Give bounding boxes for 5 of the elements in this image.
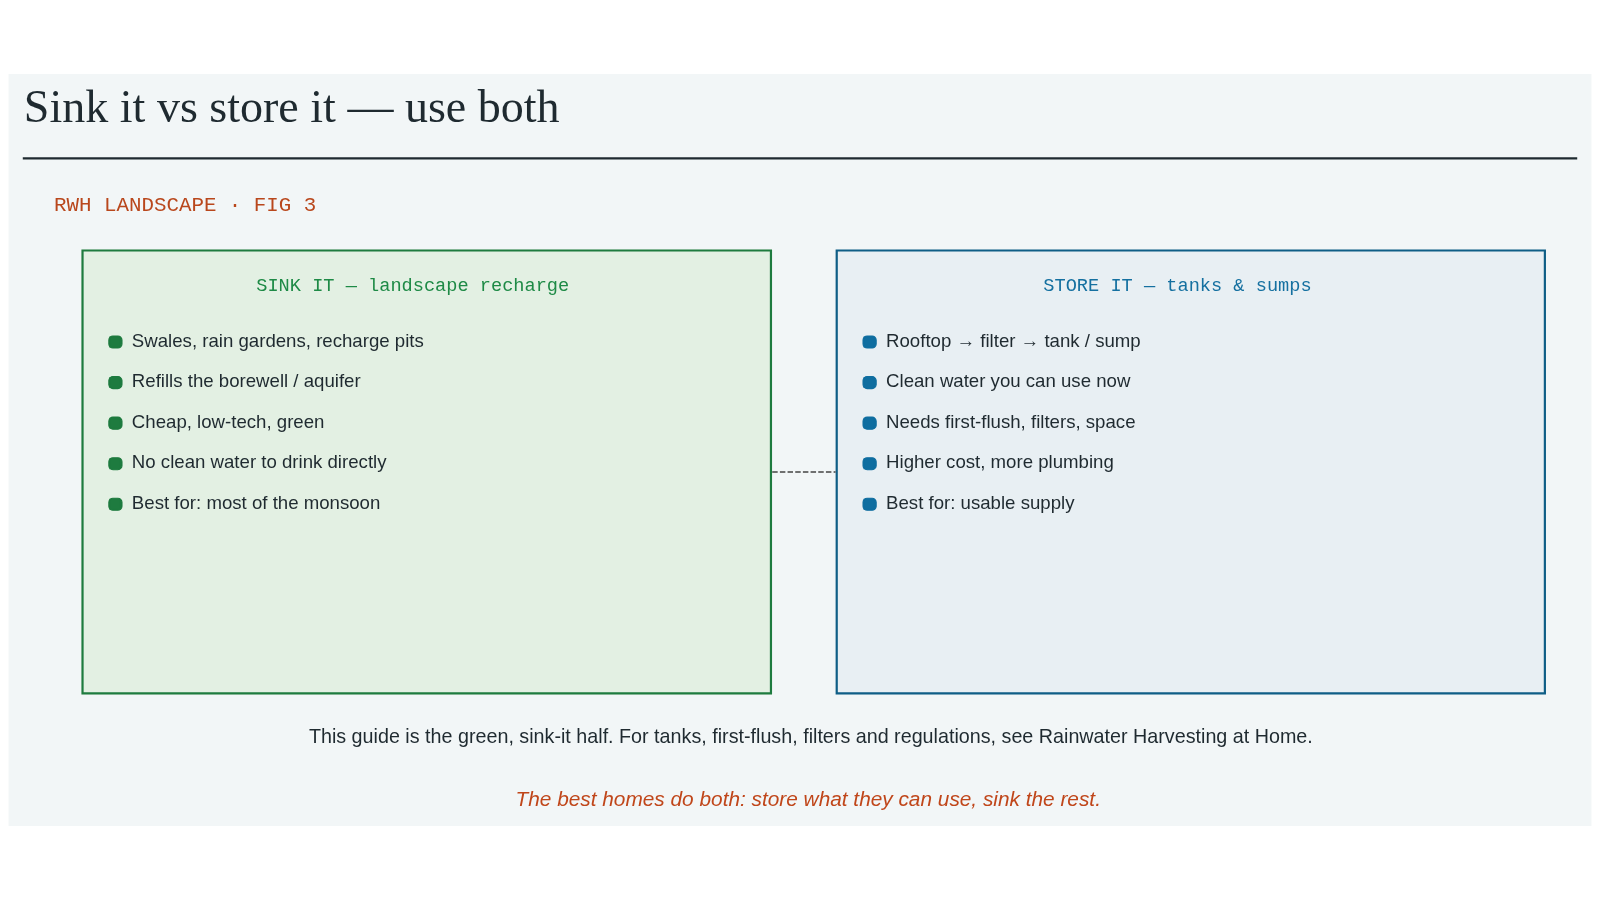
label: The best homes do both: store what they can use, sink the rest. <box>515 786 1101 810</box>
connector <box>771 471 837 473</box>
label: RWH LANDSCAPE · FIG 3 <box>54 194 317 218</box>
label: This guide is the green, sink-it half. For tanks, first-flush, filters and regulations, see Rainwater Harvesting at Home. <box>308 725 1313 748</box>
diagram-title: Sink it vs store it — use both <box>23 80 560 132</box>
